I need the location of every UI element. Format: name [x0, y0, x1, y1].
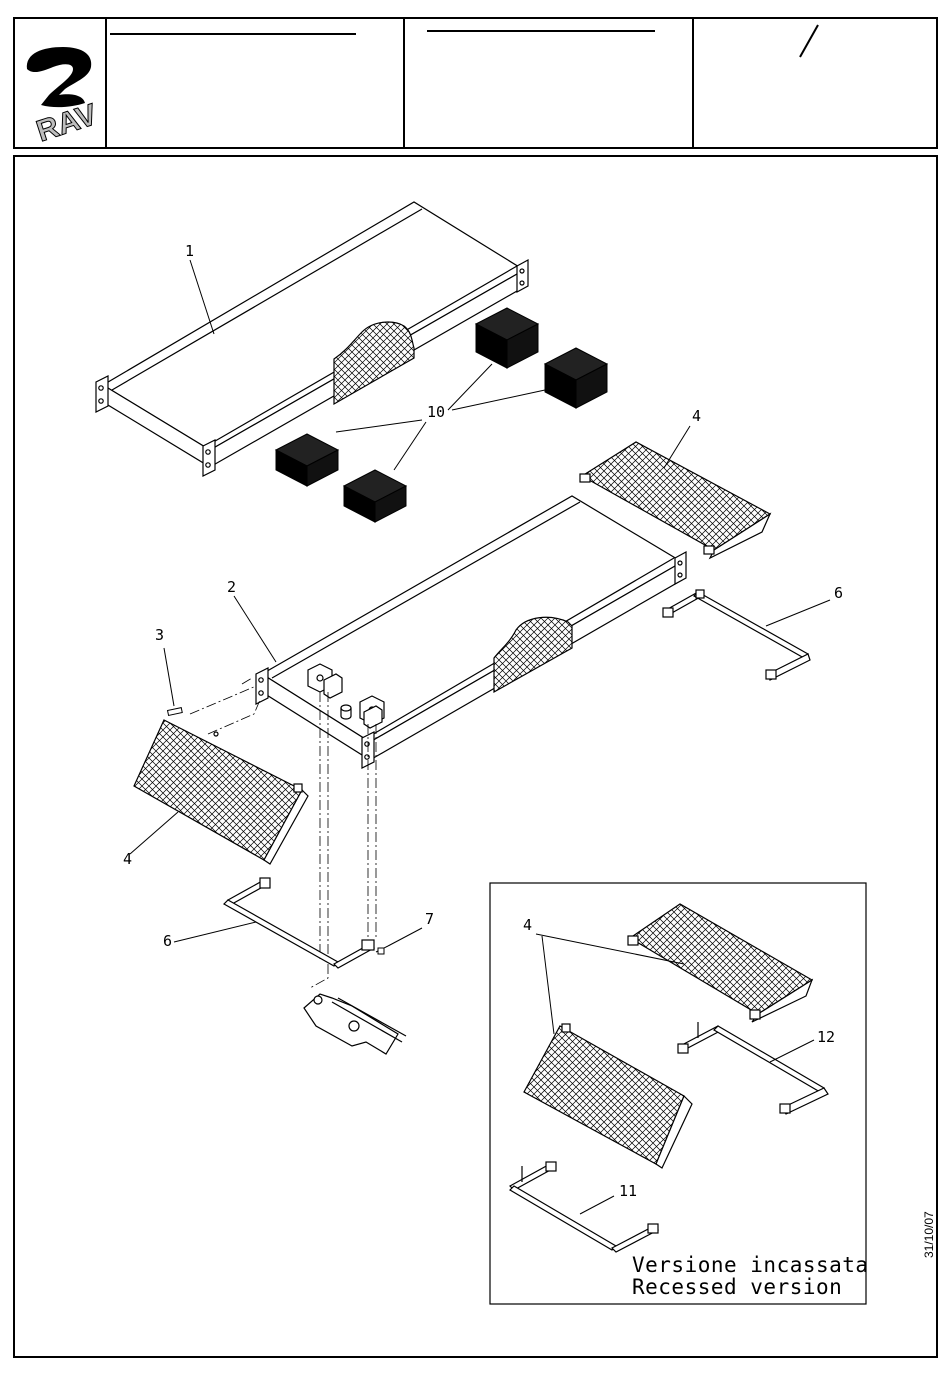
callout-inset-ramps: 4	[523, 916, 532, 934]
sheet-cell	[692, 19, 936, 147]
title-block: RAV	[13, 17, 938, 149]
platform-main	[256, 496, 686, 768]
drawing-date: 31/10/07	[922, 1211, 936, 1258]
leader-ramp-left	[130, 812, 178, 854]
leader-pin	[164, 648, 174, 706]
sheet-separator	[692, 19, 932, 147]
title-field-b-line	[427, 30, 655, 32]
inset-caption-italian: Versione incassata	[632, 1253, 869, 1277]
callout-inset-bar-left: 11	[619, 1182, 637, 1200]
inset-recessed: 4 12 11 Versione incassata Recessed vers…	[490, 883, 869, 1304]
leader-bar-right	[766, 600, 830, 626]
callout-platform-main: 2	[227, 578, 236, 596]
leader-platform-top	[190, 260, 214, 334]
callout-bar-left: 6	[163, 932, 172, 950]
block-1	[276, 434, 338, 486]
title-field-a-line	[110, 33, 356, 35]
leader-ramp-right	[664, 426, 690, 468]
callout-ramp-left: 4	[123, 850, 132, 868]
callout-inset-bar-right: 12	[817, 1028, 835, 1046]
bar-left	[224, 878, 374, 968]
leader-bar-left	[174, 922, 256, 942]
exploded-view-drawing: 1 10	[15, 157, 936, 1356]
pin	[168, 708, 183, 716]
drawing-frame: 1 10	[13, 155, 938, 1358]
inset-caption-english: Recessed version	[632, 1275, 842, 1299]
bar-right	[663, 590, 810, 680]
callout-platform-top: 1	[185, 242, 194, 260]
rav-logo: RAV	[15, 19, 105, 147]
logo-cell: RAV	[15, 19, 107, 147]
callout-blocks: 10	[427, 403, 445, 421]
platform-top	[96, 202, 528, 476]
block-4	[545, 348, 607, 408]
title-field-a	[105, 19, 405, 147]
callout-screw: 7	[425, 910, 434, 928]
title-field-b	[403, 19, 694, 147]
screw	[376, 946, 388, 954]
callout-pin: 3	[155, 626, 164, 644]
ramp-left	[134, 720, 308, 864]
frame-fragment	[304, 994, 406, 1054]
block-2	[344, 470, 406, 522]
block-3	[476, 308, 538, 368]
leader-platform-main	[234, 596, 276, 662]
leader-screw	[388, 928, 422, 946]
callout-ramp-right: 4	[692, 407, 701, 425]
callout-bar-right: 6	[834, 584, 843, 602]
